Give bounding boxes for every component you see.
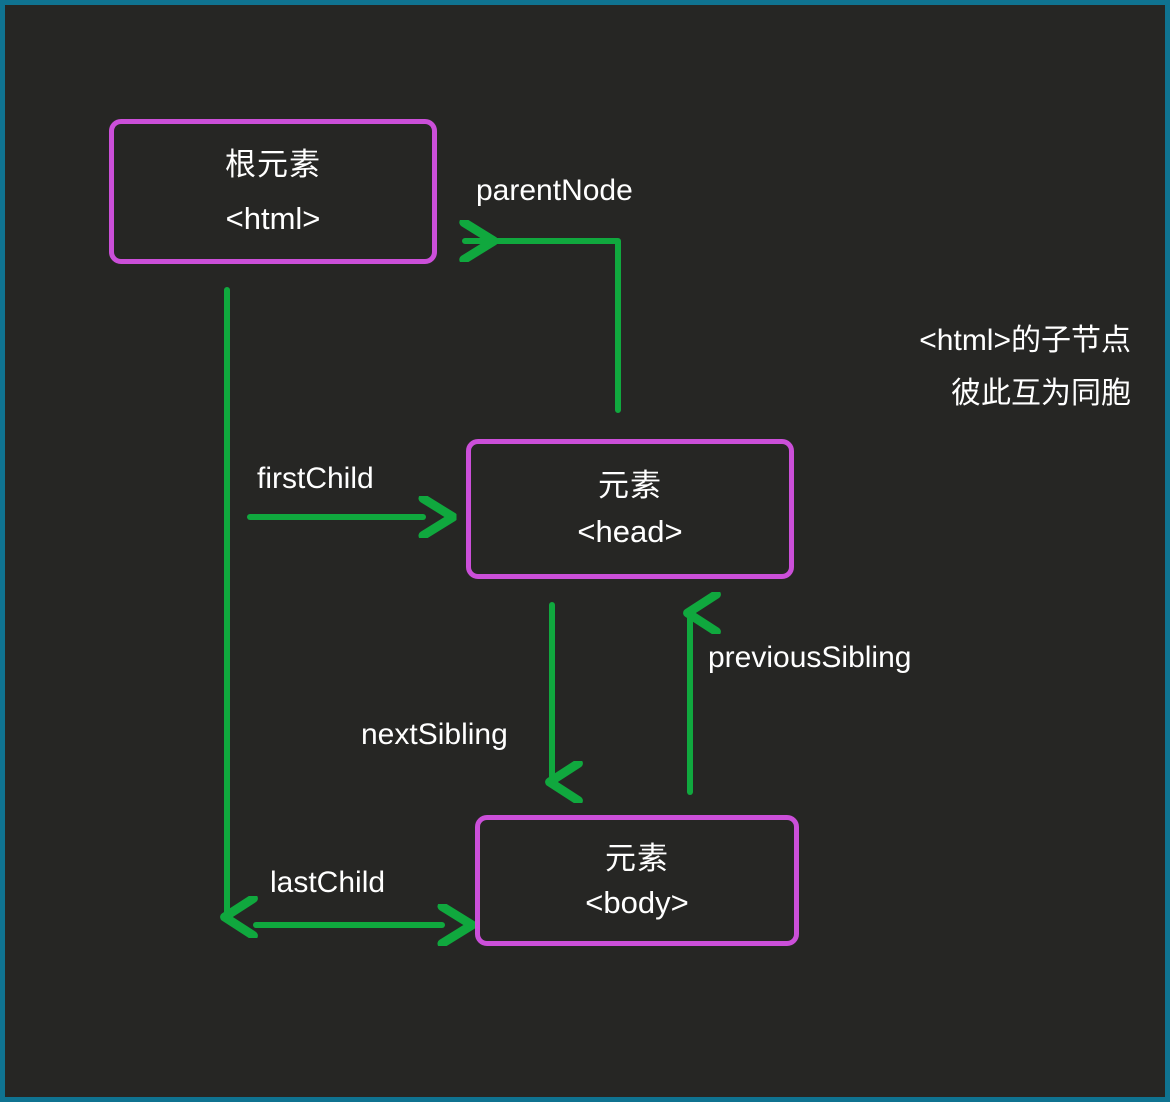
annotation-siblings-line2: 彼此互为同胞 [951,376,1131,410]
annotation-siblings-line1: <html>的子节点 [919,324,1131,357]
node-head-title: 元素 [598,468,662,504]
node-box-head: 元素 <head> [466,439,794,579]
label-lastchild: lastChild [270,866,386,899]
annotation-siblings: <html>的子节点 彼此互为同胞 [919,315,1131,420]
arrow-parentnode [465,241,621,413]
node-head-tag: <head> [577,514,683,549]
node-box-body: 元素 <body> [475,815,799,946]
diagram-stage: 根元素 <html> 元素 <head> 元素 <body> parentNod… [5,5,1165,1097]
label-previoussibling: previousSibling [708,641,912,674]
node-body-title: 元素 [605,840,669,876]
node-body-tag: <body> [585,884,689,920]
node-box-html: 根元素 <html> [109,119,437,264]
node-html-tag: <html> [225,200,321,236]
label-firstchild: firstChild [257,462,374,495]
label-nextsibling: nextSibling [361,718,508,751]
label-parentnode: parentNode [476,174,633,207]
node-html-title: 根元素 [225,146,321,182]
